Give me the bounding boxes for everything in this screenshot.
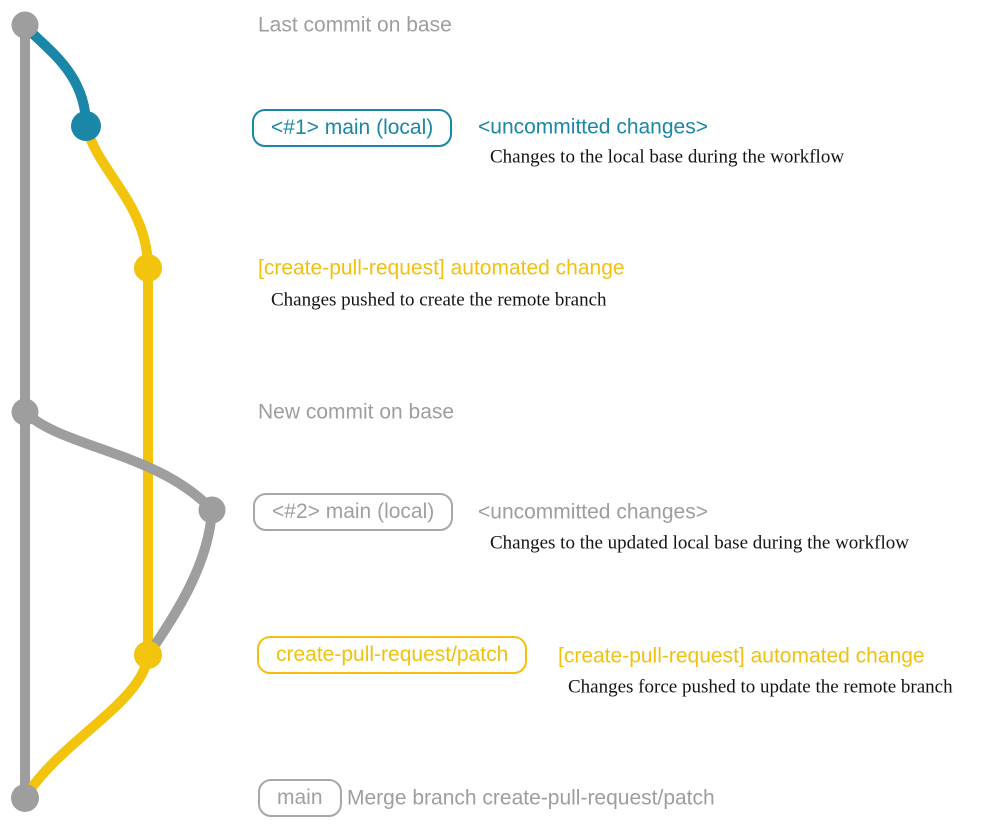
branch-box-create-pull-request-patch: create-pull-request/patch bbox=[257, 636, 528, 674]
label-uncommitted-changes-1: <uncommitted changes> bbox=[478, 115, 708, 139]
commit-node-uncommitted-1 bbox=[71, 111, 101, 141]
branch-box-main-1: <#1> main (local) bbox=[252, 109, 453, 147]
local-changes-edge-1 bbox=[21, 22, 91, 127]
label-automated-change-2: [create-pull-request] automated change bbox=[558, 644, 925, 668]
commit-node-uncommitted-2 bbox=[198, 496, 226, 524]
label-merge-branch-message: Merge branch create-pull-request/patch bbox=[347, 786, 715, 810]
pr-branch-edge-1 bbox=[81, 124, 153, 269]
local-changes-edge-2 bbox=[21, 408, 216, 514]
label-last-commit-on-base: Last commit on base bbox=[258, 13, 452, 37]
label-automated-change-1: [create-pull-request] automated change bbox=[258, 256, 625, 280]
desc-uncommitted-changes-2: Changes to the updated local base during… bbox=[490, 532, 909, 554]
commit-node-merge bbox=[11, 784, 39, 812]
desc-uncommitted-changes-1: Changes to the local base during the wor… bbox=[490, 146, 845, 168]
desc-automated-change-1: Changes pushed to create the remote bran… bbox=[271, 289, 607, 311]
pr-update-edge bbox=[143, 509, 217, 658]
commit-node-pr-2 bbox=[134, 641, 162, 669]
branch-box-main-merged: main bbox=[258, 779, 342, 817]
commit-node-pr-1 bbox=[134, 254, 162, 282]
merge-edge bbox=[20, 654, 153, 801]
branch-box-main-2: <#2> main (local) bbox=[253, 493, 454, 531]
label-new-commit-on-base: New commit on base bbox=[258, 400, 455, 424]
label-uncommitted-changes-2: <uncommitted changes> bbox=[478, 500, 708, 524]
git-graph bbox=[11, 11, 226, 812]
desc-automated-change-2: Changes force pushed to update the remot… bbox=[568, 676, 953, 698]
commit-node-new-base bbox=[11, 398, 39, 426]
commit-node-last-base bbox=[11, 11, 39, 39]
